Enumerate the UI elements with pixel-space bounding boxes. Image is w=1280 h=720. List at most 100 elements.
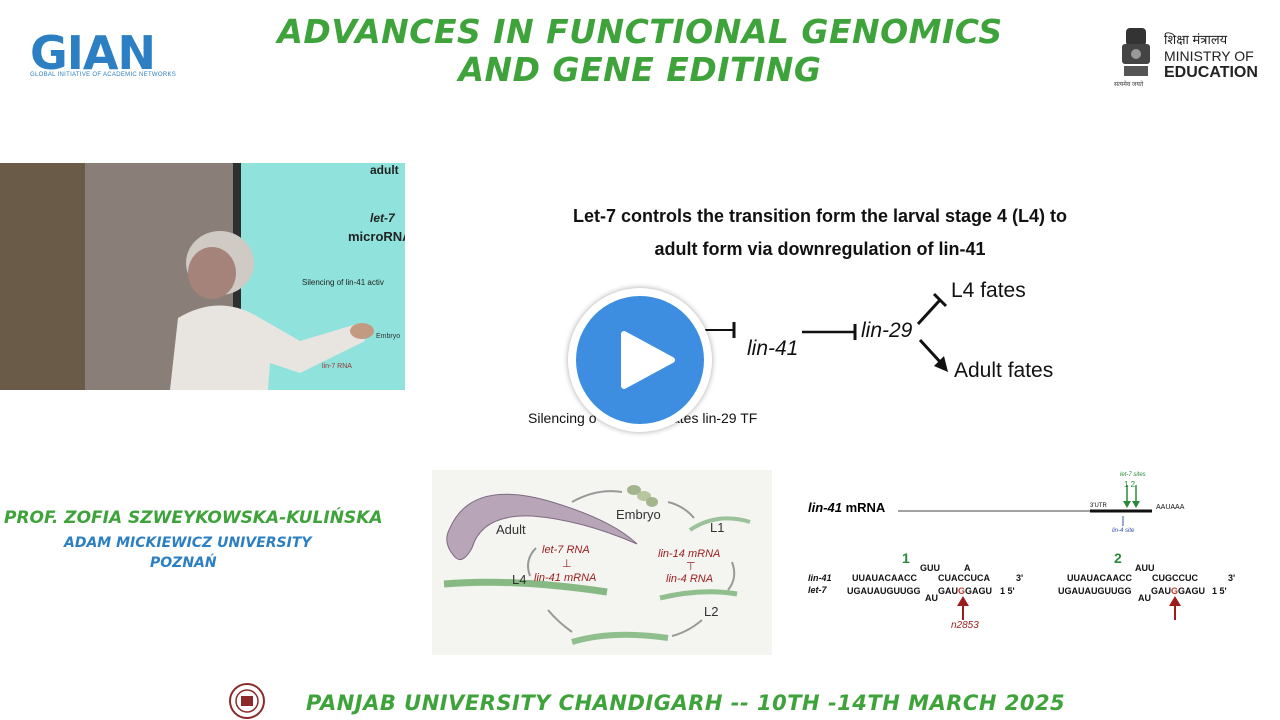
row-label-let7: let-7 [808, 585, 827, 595]
emblem-caption: सत्यमेव जयते [1114, 82, 1144, 88]
site2-end-top: 3' [1228, 573, 1236, 583]
projection-text-embryo: Embryo [376, 333, 401, 340]
activate-arrow-adult-head [934, 356, 948, 372]
site2-top-seq: UUAUACAACC [1067, 573, 1132, 583]
site1-mutation-base: G [958, 586, 966, 596]
site1-top-seq: UUAUACAACC [852, 573, 917, 583]
site1-bulge-top2: A [964, 563, 971, 573]
site2-mutation-base: G [1171, 586, 1179, 596]
site2-bulge-top: AUU [1135, 563, 1155, 573]
gian-logo-word: GIAN [30, 26, 156, 80]
slide-heading-line2: adult form via downregulation of lin-41 [654, 239, 986, 259]
cycle-arrow-6 [527, 547, 537, 577]
cycle-arrow-4 [671, 619, 703, 637]
mrna-gene-label: lin-41 mRNA [808, 500, 885, 515]
projection-text-adult: adult [370, 163, 399, 177]
national-emblem-icon [1122, 28, 1150, 76]
l1-worm [688, 516, 751, 532]
caption-left: Silencing o [528, 410, 597, 426]
play-button-circle [576, 296, 704, 424]
label-lin14-mrna: lin-14 mRNA [658, 548, 721, 560]
video-wall-left [0, 163, 85, 390]
label-let7-rna: let-7 RNA [542, 544, 590, 556]
label-l1: L1 [710, 520, 725, 535]
cycle-arrow-1 [571, 490, 623, 503]
inhibit-arrow-l4-bar [932, 292, 948, 308]
caption-right: vates lin-29 TF [665, 410, 758, 426]
site-arrow-2-head [1132, 501, 1140, 508]
mutation-arrow-2 [1169, 596, 1181, 620]
speaker-video[interactable]: adult let-7 microRNA Silencing of lin-41… [0, 163, 405, 390]
site2-bottom-seq3: GAGU [1178, 586, 1205, 596]
l2-worm [659, 589, 738, 601]
site2-top-seq2: CUGCCUC [1152, 573, 1198, 583]
node-l4-fates: L4 fates [951, 279, 1026, 302]
node-adult-fates: Adult fates [954, 359, 1054, 382]
panjab-university-seal-icon [229, 683, 265, 719]
polya-label: AAUAAA [1156, 504, 1185, 511]
l4-worm [443, 578, 608, 596]
site1-top-seq2: CUACCUCA [938, 573, 990, 583]
projection-text-silencing: Silencing of lin-41 activ [302, 278, 384, 287]
mrna-gene-suffix: mRNA [841, 500, 886, 515]
label-adult: Adult [496, 522, 526, 537]
projection-text-let7: let-7 [370, 211, 395, 225]
presenter-name: PROF. ZOFIA SZWEYKOWSKA-KULIŃSKA [4, 508, 383, 528]
site2-end-bottom: 1 5' [1212, 586, 1227, 596]
presenter-university: ADAM MICKIEWICZ UNIVERSITY [64, 535, 312, 551]
site1-end-top: 3' [1016, 573, 1024, 583]
course-title-line1: ADVANCES IN FUNCTIONAL GENOMICS [277, 12, 1003, 51]
course-title-line2: AND GENE EDITING [458, 50, 822, 89]
slide-heading-line1: Let-7 controls the transition form the l… [572, 206, 1068, 226]
row-label-lin41: lin-41 [808, 573, 832, 583]
presenter-city: POZNAŃ [150, 555, 217, 571]
mrna-gene-name: lin-41 [808, 500, 842, 515]
inhibit-symbol-1: ⊥ [562, 558, 572, 570]
site2-bottom-seq: UGAUAUGUUGG [1058, 586, 1132, 596]
mutation-arrow-1 [957, 596, 969, 620]
label-lin41-mrna: lin-41 mRNA [534, 572, 597, 584]
lifecycle-figure: Adult Embryo L1 L2 L4 let-7 RNA ⊥ lin-41… [432, 470, 772, 655]
play-icon [621, 331, 675, 389]
cycle-arrow-5 [547, 609, 573, 633]
site2-bottom-seq2: GAU [1151, 586, 1171, 596]
slide-heading: Let-7 controls the transition form the l… [530, 200, 1110, 266]
site-arrow-1-head [1123, 501, 1131, 508]
site2-number: 2 [1114, 550, 1122, 566]
label-embryo: Embryo [616, 507, 661, 522]
site1-end-bottom: 1 5' [1000, 586, 1015, 596]
activate-arrow-adult [918, 338, 944, 366]
gian-logo: GIAN GLOBAL INITIATIVE OF ACADEMIC NETWO… [30, 26, 176, 86]
embryo-egg-2 [637, 491, 651, 501]
label-lin4-rna: lin-4 RNA [666, 573, 714, 585]
mutant-label: n2853 [951, 620, 979, 631]
site1-bulge-bottom: AU [925, 593, 938, 603]
ministry-line1: MINISTRY OF [1164, 48, 1254, 64]
inhibit-symbol-2: ⊤ [686, 561, 696, 573]
play-button[interactable] [568, 288, 712, 432]
site1-bottom-seq3: GAGU [965, 586, 992, 596]
site1-bottom-seq: UGAUAUGUUGG [847, 586, 921, 596]
node-lin29: lin-29 [861, 319, 913, 342]
projection-text-rna: lin-7 RNA [322, 363, 352, 370]
site1-bottom-seq2: GAU [938, 586, 958, 596]
embryo-egg-3 [646, 497, 658, 507]
node-lin41: lin-41 [747, 337, 799, 360]
cycle-arrow-2 [667, 501, 695, 519]
site1-bulge-top: GUU [920, 563, 940, 573]
cycle-arrow-3 [727, 561, 736, 591]
site-numbers: 1 2 [1124, 480, 1136, 489]
label-l2: L2 [704, 604, 719, 619]
utr-label: 3'UTR [1090, 503, 1107, 509]
let7-sites-label: let-7 sites [1120, 472, 1146, 478]
projection-text-microrna: microRNA [348, 229, 405, 244]
gian-logo-subtitle: GLOBAL INITIATIVE OF ACADEMIC NETWORKS [30, 72, 177, 78]
embryo-egg-1 [627, 485, 641, 495]
speaker-figure [170, 231, 374, 390]
ministry-line2: EDUCATION [1164, 64, 1258, 81]
ministry-logo: सत्यमेव जयते शिक्षा मंत्रालय MINISTRY OF… [1114, 24, 1274, 94]
l3-worm [571, 631, 669, 645]
lifecycle-graphics [443, 485, 751, 645]
inhibit-arrow-l4 [916, 298, 942, 326]
footer-venue-dates: PANJAB UNIVERSITY CHANDIGARH -- 10TH -14… [306, 691, 1066, 715]
